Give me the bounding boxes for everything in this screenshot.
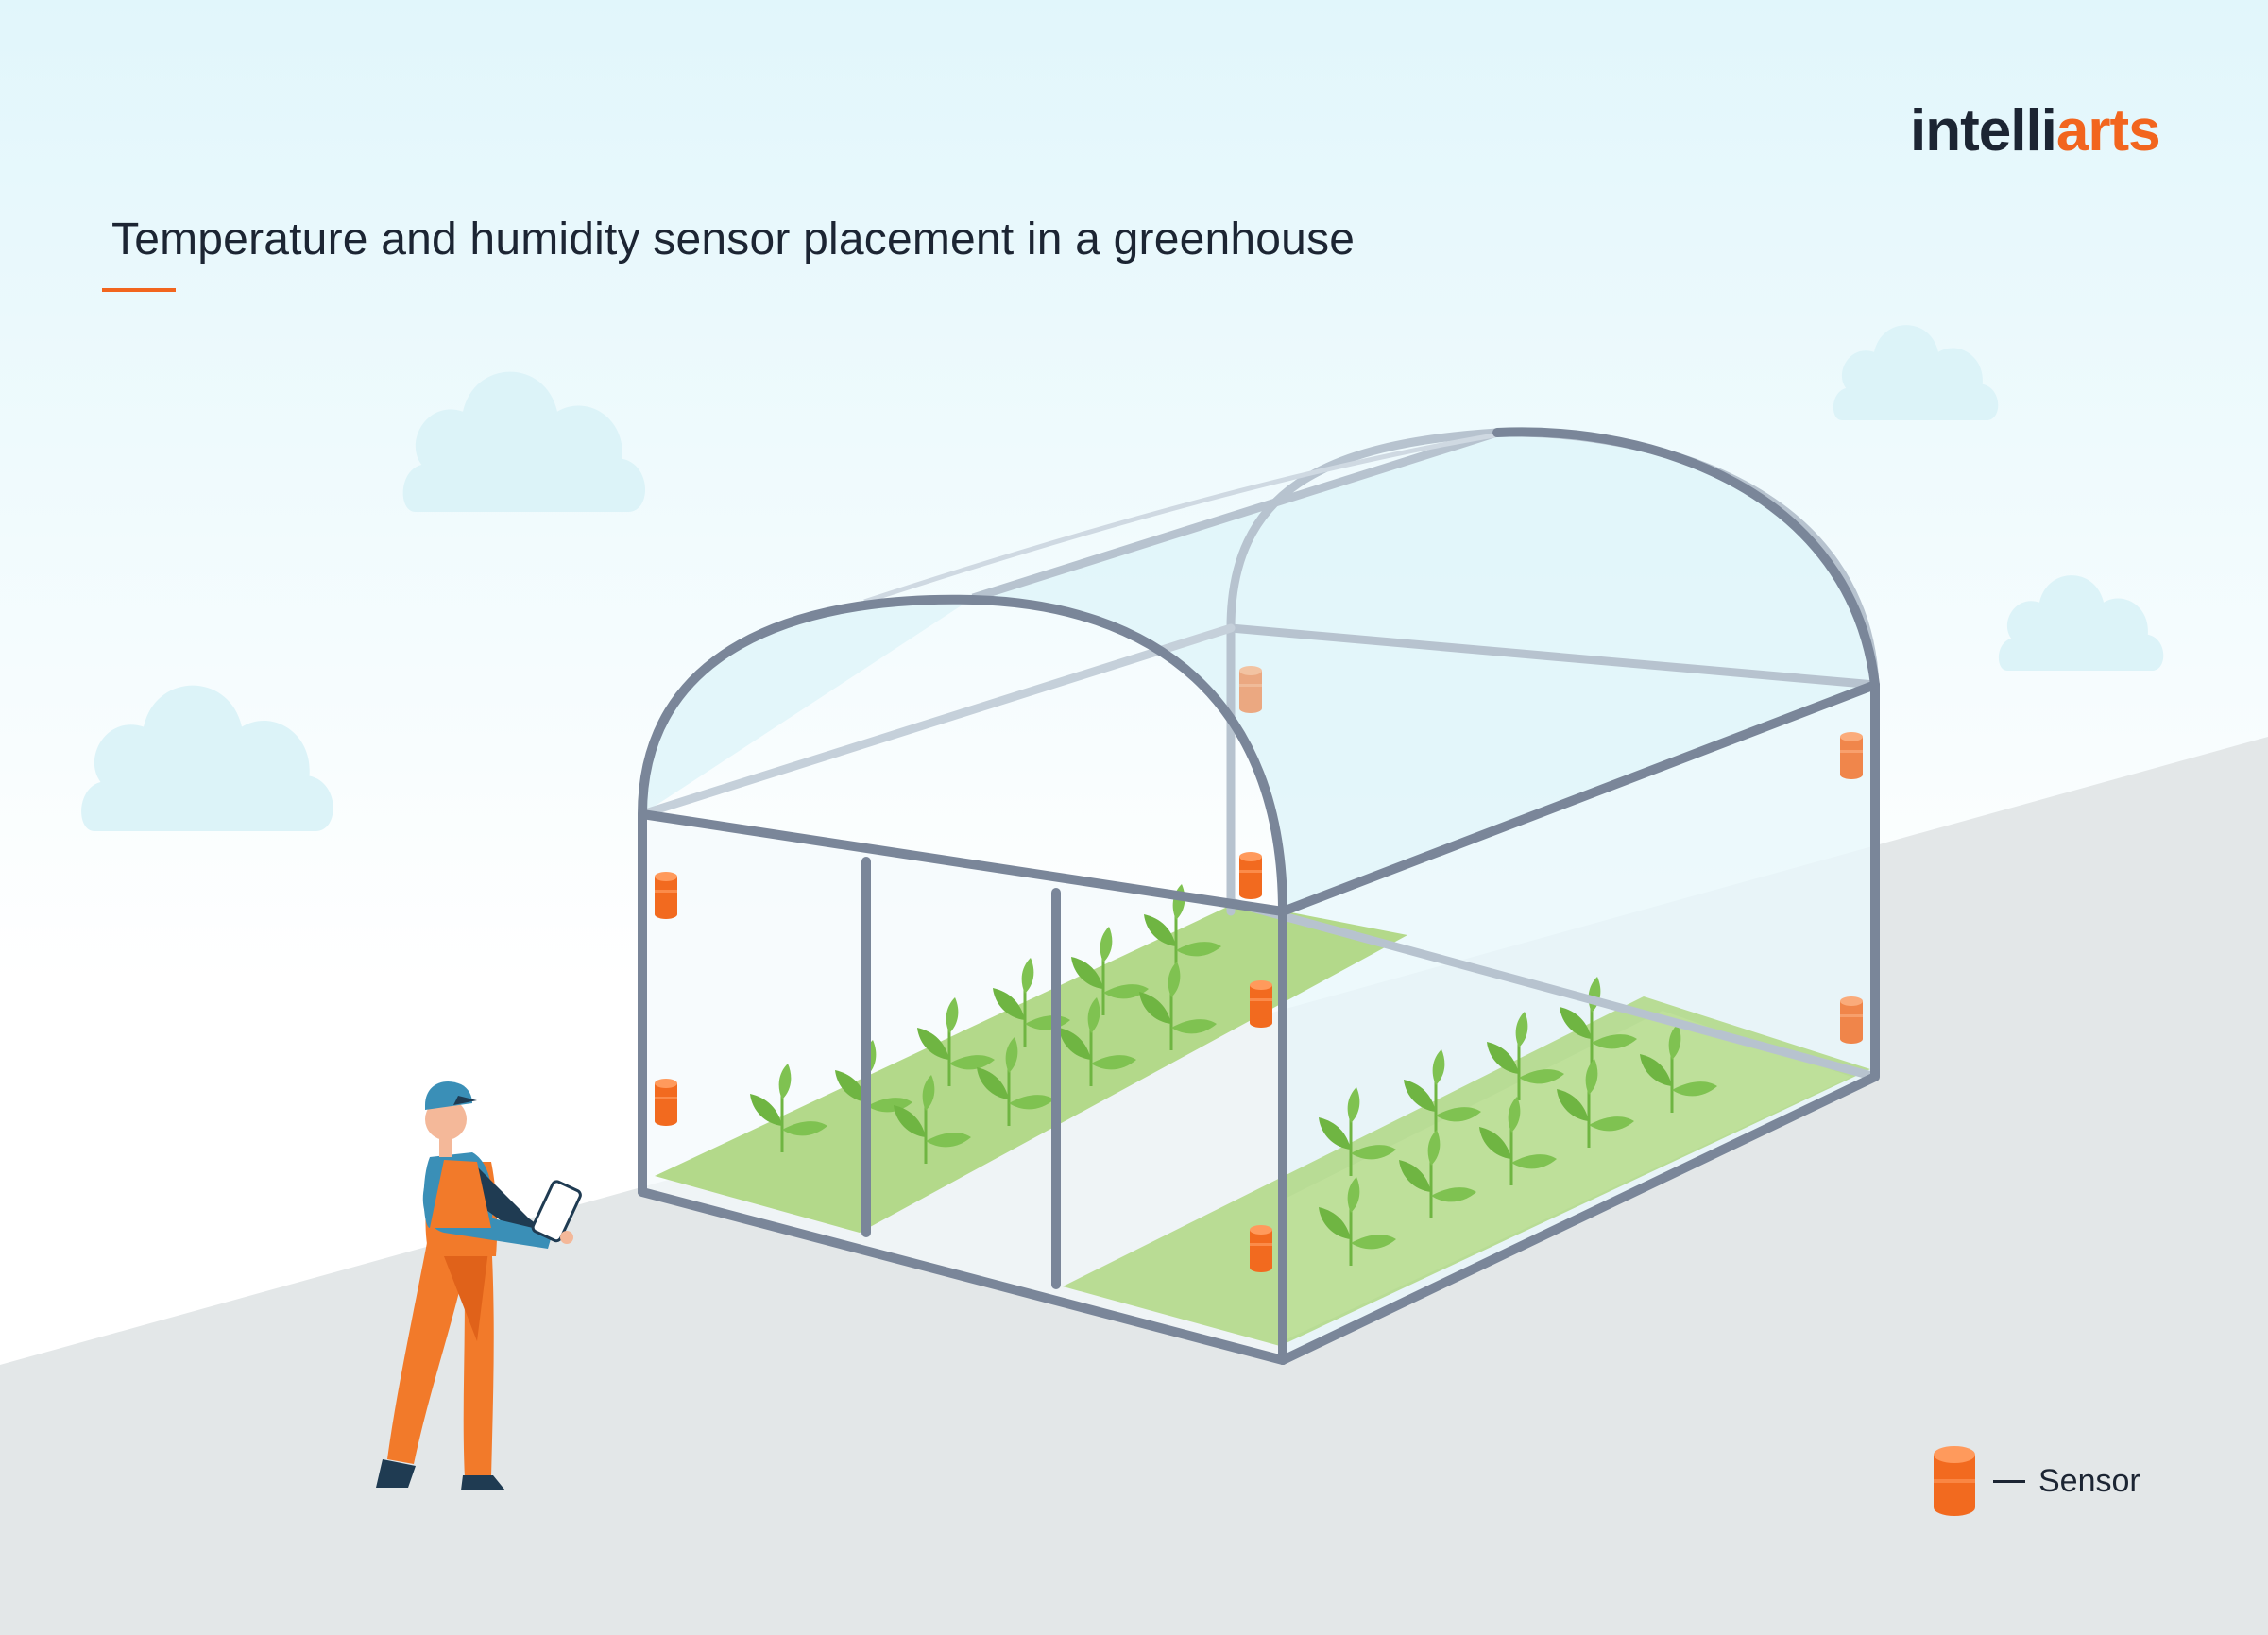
sensor-cylinder-icon xyxy=(1934,1446,1975,1516)
title-underline xyxy=(102,288,176,292)
roof-ridge xyxy=(971,428,1499,603)
cloud xyxy=(1833,325,1999,420)
legend: Sensor xyxy=(1933,1443,2140,1519)
greenhouse-front-frame xyxy=(638,427,1880,1365)
cloud xyxy=(1998,575,2164,671)
planting-bed-right-inner xyxy=(1283,1011,1851,1341)
legend-label: Sensor xyxy=(2038,1462,2140,1499)
page-title: Temperature and humidity sensor placemen… xyxy=(111,214,1356,264)
planting-bed-left xyxy=(655,902,1407,1233)
logo-text-primary: intelli xyxy=(1910,98,2057,163)
logo-text-accent: arts xyxy=(2055,98,2161,163)
worker-figure xyxy=(376,1081,582,1490)
brand-logo: intelliarts xyxy=(1910,97,2161,164)
cloud xyxy=(81,685,333,831)
cloud xyxy=(402,371,646,512)
legend-dash xyxy=(1993,1479,2025,1483)
